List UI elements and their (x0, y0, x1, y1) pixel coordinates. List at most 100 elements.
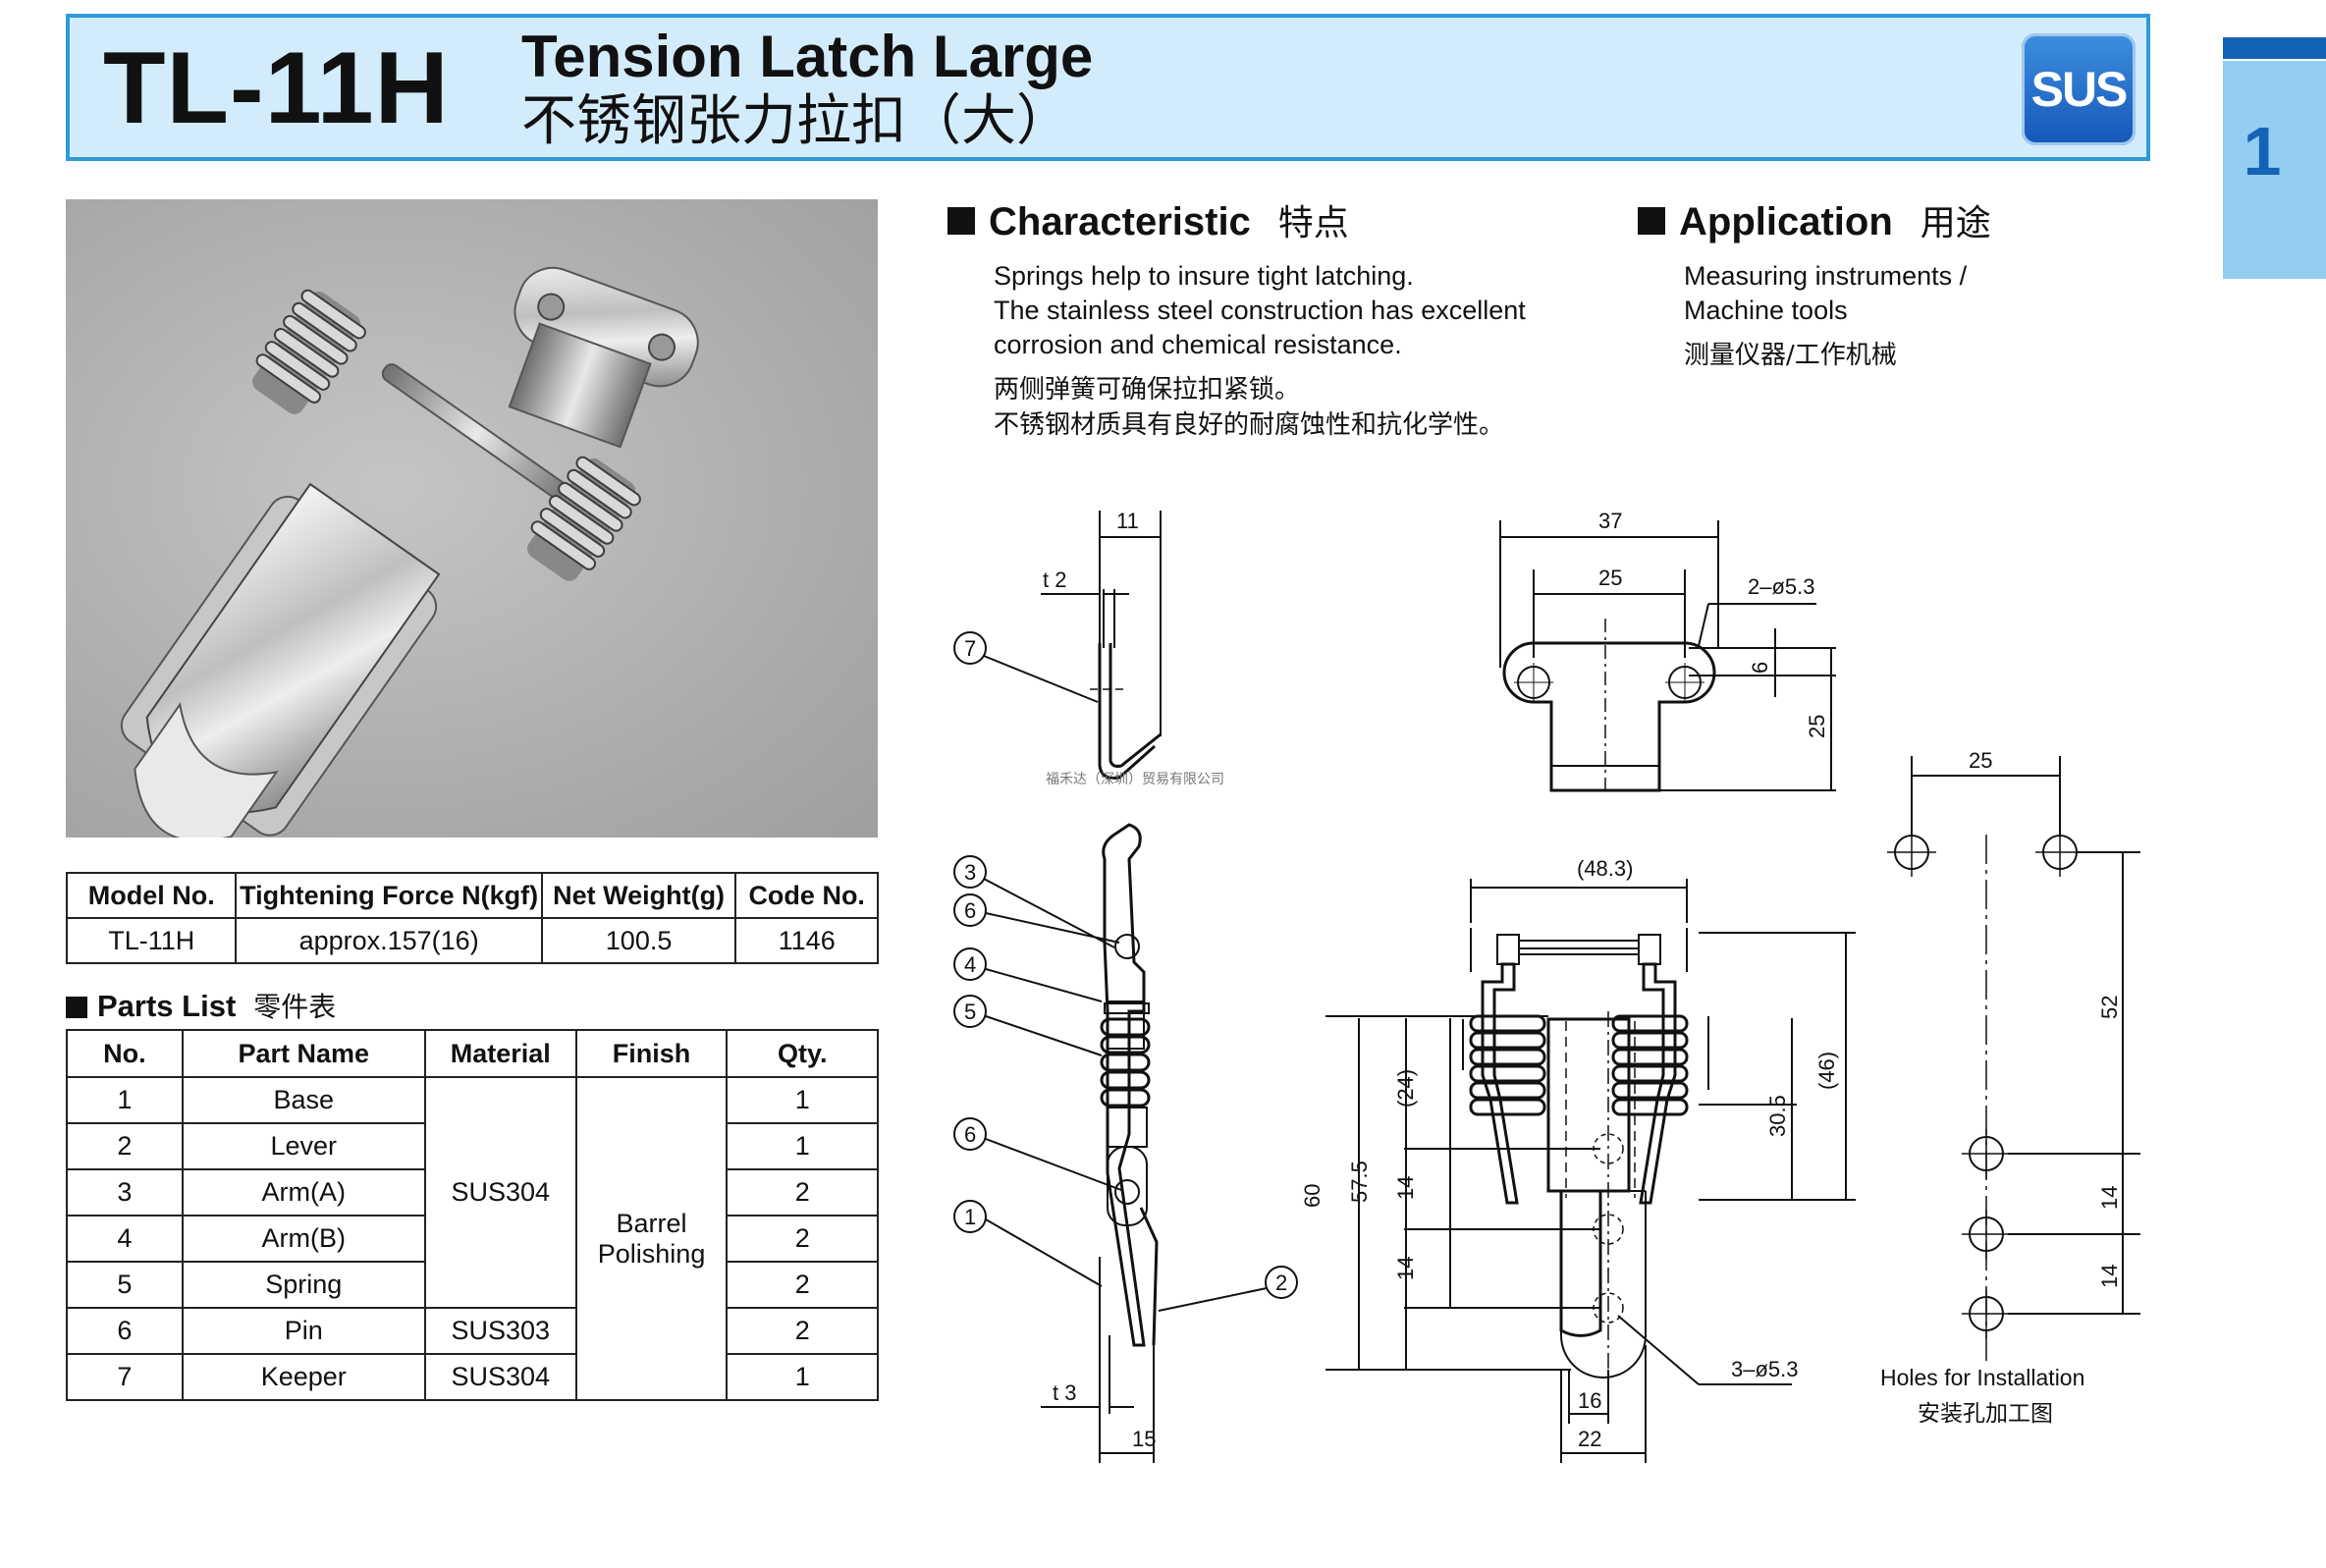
part-material: SUS303 (423, 1307, 577, 1355)
application-title: Application (1679, 200, 1893, 243)
parts-header-cell: Finish (574, 1029, 729, 1078)
part-qty: 2 (726, 1307, 879, 1355)
technical-drawing: 11 t 2 7 37 25 2–ø5.3 6 25 3 6 4 5 6 1 2… (953, 509, 2140, 1463)
spec-cell: approx.157(16) (235, 917, 543, 964)
product-title-en: Tension Latch Large (521, 24, 1094, 89)
dim-front-14b: 14 (1393, 1257, 1418, 1280)
characteristic-line-cn: 不锈钢材质具有良好的耐腐蚀性和抗化学性。 (994, 410, 1505, 440)
model-number: TL-11H (103, 31, 450, 145)
spec-cell: 1146 (734, 917, 879, 964)
install-holes-view (1887, 756, 2140, 1365)
dim-keeper-11: 11 (1116, 509, 1139, 533)
dim-keeper-holes: 2–ø5.3 (1748, 574, 1815, 599)
header-banner: TL-11H Tension Latch Large 不锈钢张力拉扣（大） SU… (66, 14, 2150, 161)
product-title-cn: 不锈钢张力拉扣（大） (521, 89, 1071, 153)
dim-front-30-5: 30.5 (1765, 1095, 1790, 1137)
callout-7: 7 (964, 636, 976, 661)
parts-list-title-cn: 零件表 (253, 991, 337, 1023)
watermark: 福禾达（深圳）贸易有限公司 (1046, 771, 1224, 786)
dim-holes-25: 25 (1969, 748, 1992, 773)
callout-3: 3 (964, 860, 976, 885)
parts-header-cell: Qty. (726, 1029, 879, 1078)
part-no: 2 (66, 1122, 184, 1170)
bullet-square-icon (947, 207, 975, 235)
finish-line-2: Polishing (597, 1238, 706, 1269)
dim-side-t3: t 3 (1053, 1380, 1076, 1405)
part-name: Arm(A) (181, 1168, 426, 1217)
table-row: 5 Spring 2 (66, 1261, 879, 1309)
dim-front-16: 16 (1578, 1388, 1601, 1413)
spec-cell: 100.5 (540, 917, 737, 964)
dim-front-60: 60 (1300, 1184, 1325, 1208)
part-name: Base (181, 1076, 426, 1124)
part-no: 7 (66, 1353, 184, 1401)
parts-header-cell: Part Name (181, 1029, 426, 1078)
right-spring-graphic (527, 456, 641, 581)
characteristic-title: Characteristic (989, 200, 1251, 243)
latch-illustration (120, 266, 699, 842)
callout-1: 1 (964, 1205, 976, 1229)
part-no: 1 (66, 1076, 184, 1124)
install-holes-caption-cn: 安装孔加工图 (1918, 1400, 2053, 1426)
parts-header-cell: Material (423, 1029, 577, 1078)
parts-list-heading: Parts List 零件表 (66, 986, 336, 1025)
dim-front-48: (48.3) (1577, 856, 1633, 881)
parts-table: No. Part Name Material Finish Qty. 1 Bas… (66, 1029, 879, 1401)
dim-front-57-5: 57.5 (1347, 1161, 1372, 1203)
characteristic-title-cn: 特点 (1277, 203, 1349, 243)
product-photo (66, 199, 878, 842)
part-no: 6 (66, 1307, 184, 1355)
callout-6b: 6 (964, 1122, 976, 1147)
part-name: Keeper (181, 1353, 426, 1401)
part-material: SUS304 (423, 1353, 577, 1401)
spec-header-cell: Model No. (65, 872, 238, 919)
keeper-side-view (953, 511, 1162, 780)
sus-badge: SUS (2022, 33, 2136, 145)
part-qty: 1 (726, 1076, 879, 1124)
part-name: Arm(B) (181, 1215, 426, 1263)
callout-4: 4 (964, 952, 976, 977)
characteristic-line-en: The stainless steel construction has exc… (994, 296, 1526, 325)
dim-front-24: (24) (1393, 1069, 1418, 1108)
dim-holes-52: 52 (2097, 996, 2122, 1019)
parts-header-cell: No. (66, 1029, 184, 1078)
application-line-cn: 测量仪器/工作机械 (1684, 341, 1897, 370)
characteristic-line-en: corrosion and chemical resistance. (994, 330, 1402, 359)
part-name: Spring (181, 1261, 426, 1309)
characteristic-heading: Characteristic 特点 (947, 194, 1526, 245)
part-no: 4 (66, 1215, 184, 1263)
dim-keeper-25: 25 (1598, 566, 1622, 590)
part-qty: 1 (726, 1353, 879, 1401)
finish-line-1: Barrel (616, 1208, 687, 1238)
dim-side-15: 15 (1132, 1427, 1156, 1451)
callout-2: 2 (1275, 1271, 1287, 1295)
latch-front-view (1325, 879, 1856, 1463)
spec-header-row: Model No. Tightening Force N(kgf) Net We… (65, 872, 879, 919)
keeper-front-view (1499, 520, 1836, 795)
dim-front-14a: 14 (1393, 1176, 1418, 1200)
dim-keeper-25-height: 25 (1805, 715, 1829, 738)
characteristic-section: Characteristic 特点 Springs help to insure … (947, 194, 1526, 443)
application-body: Measuring instruments / Machine tools 测量… (1684, 259, 1991, 373)
parts-list-title: Parts List (97, 989, 237, 1023)
dim-front-46: (46) (1814, 1052, 1839, 1090)
part-qty: 2 (726, 1261, 879, 1309)
dim-holes-14a: 14 (2097, 1186, 2122, 1210)
dimension-labels: 11 t 2 7 37 25 2–ø5.3 6 25 3 6 4 5 6 1 2… (964, 509, 2122, 1451)
dim-holes-14b: 14 (2097, 1265, 2122, 1288)
table-row: 3 Arm(A) 2 (66, 1168, 879, 1217)
part-material: SUS304 (423, 1076, 577, 1309)
chapter-number: 1 (2243, 113, 2282, 189)
spec-header-cell: Tightening Force N(kgf) (235, 872, 543, 919)
characteristic-line-cn: 两侧弹簧可确保拉扣紧锁。 (994, 375, 1301, 405)
side-tab: 1 (2223, 61, 2326, 279)
part-name: Pin (181, 1307, 426, 1355)
characteristic-body: Springs help to insure tight latching. T… (994, 259, 1526, 443)
spec-header-cell: Net Weight(g) (540, 872, 737, 919)
bullet-square-icon (66, 997, 87, 1018)
part-no: 5 (66, 1261, 184, 1309)
dim-keeper-t2: t 2 (1043, 568, 1066, 592)
